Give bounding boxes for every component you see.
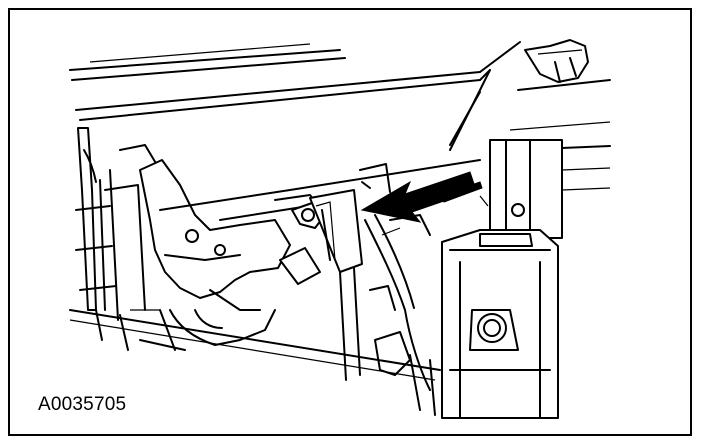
lower-bracket xyxy=(441,229,559,419)
release-rod xyxy=(309,163,391,381)
figure-id-label: A0035705 xyxy=(38,394,127,415)
arrow-left-icon xyxy=(360,171,489,223)
upper-housing xyxy=(69,39,611,151)
lower-frame xyxy=(69,309,441,416)
right-post xyxy=(489,139,611,239)
left-bracket xyxy=(75,127,161,321)
technical-illustration xyxy=(69,39,611,419)
latch-mechanism xyxy=(130,159,291,351)
illustration-frame: A0035705 xyxy=(8,8,692,436)
